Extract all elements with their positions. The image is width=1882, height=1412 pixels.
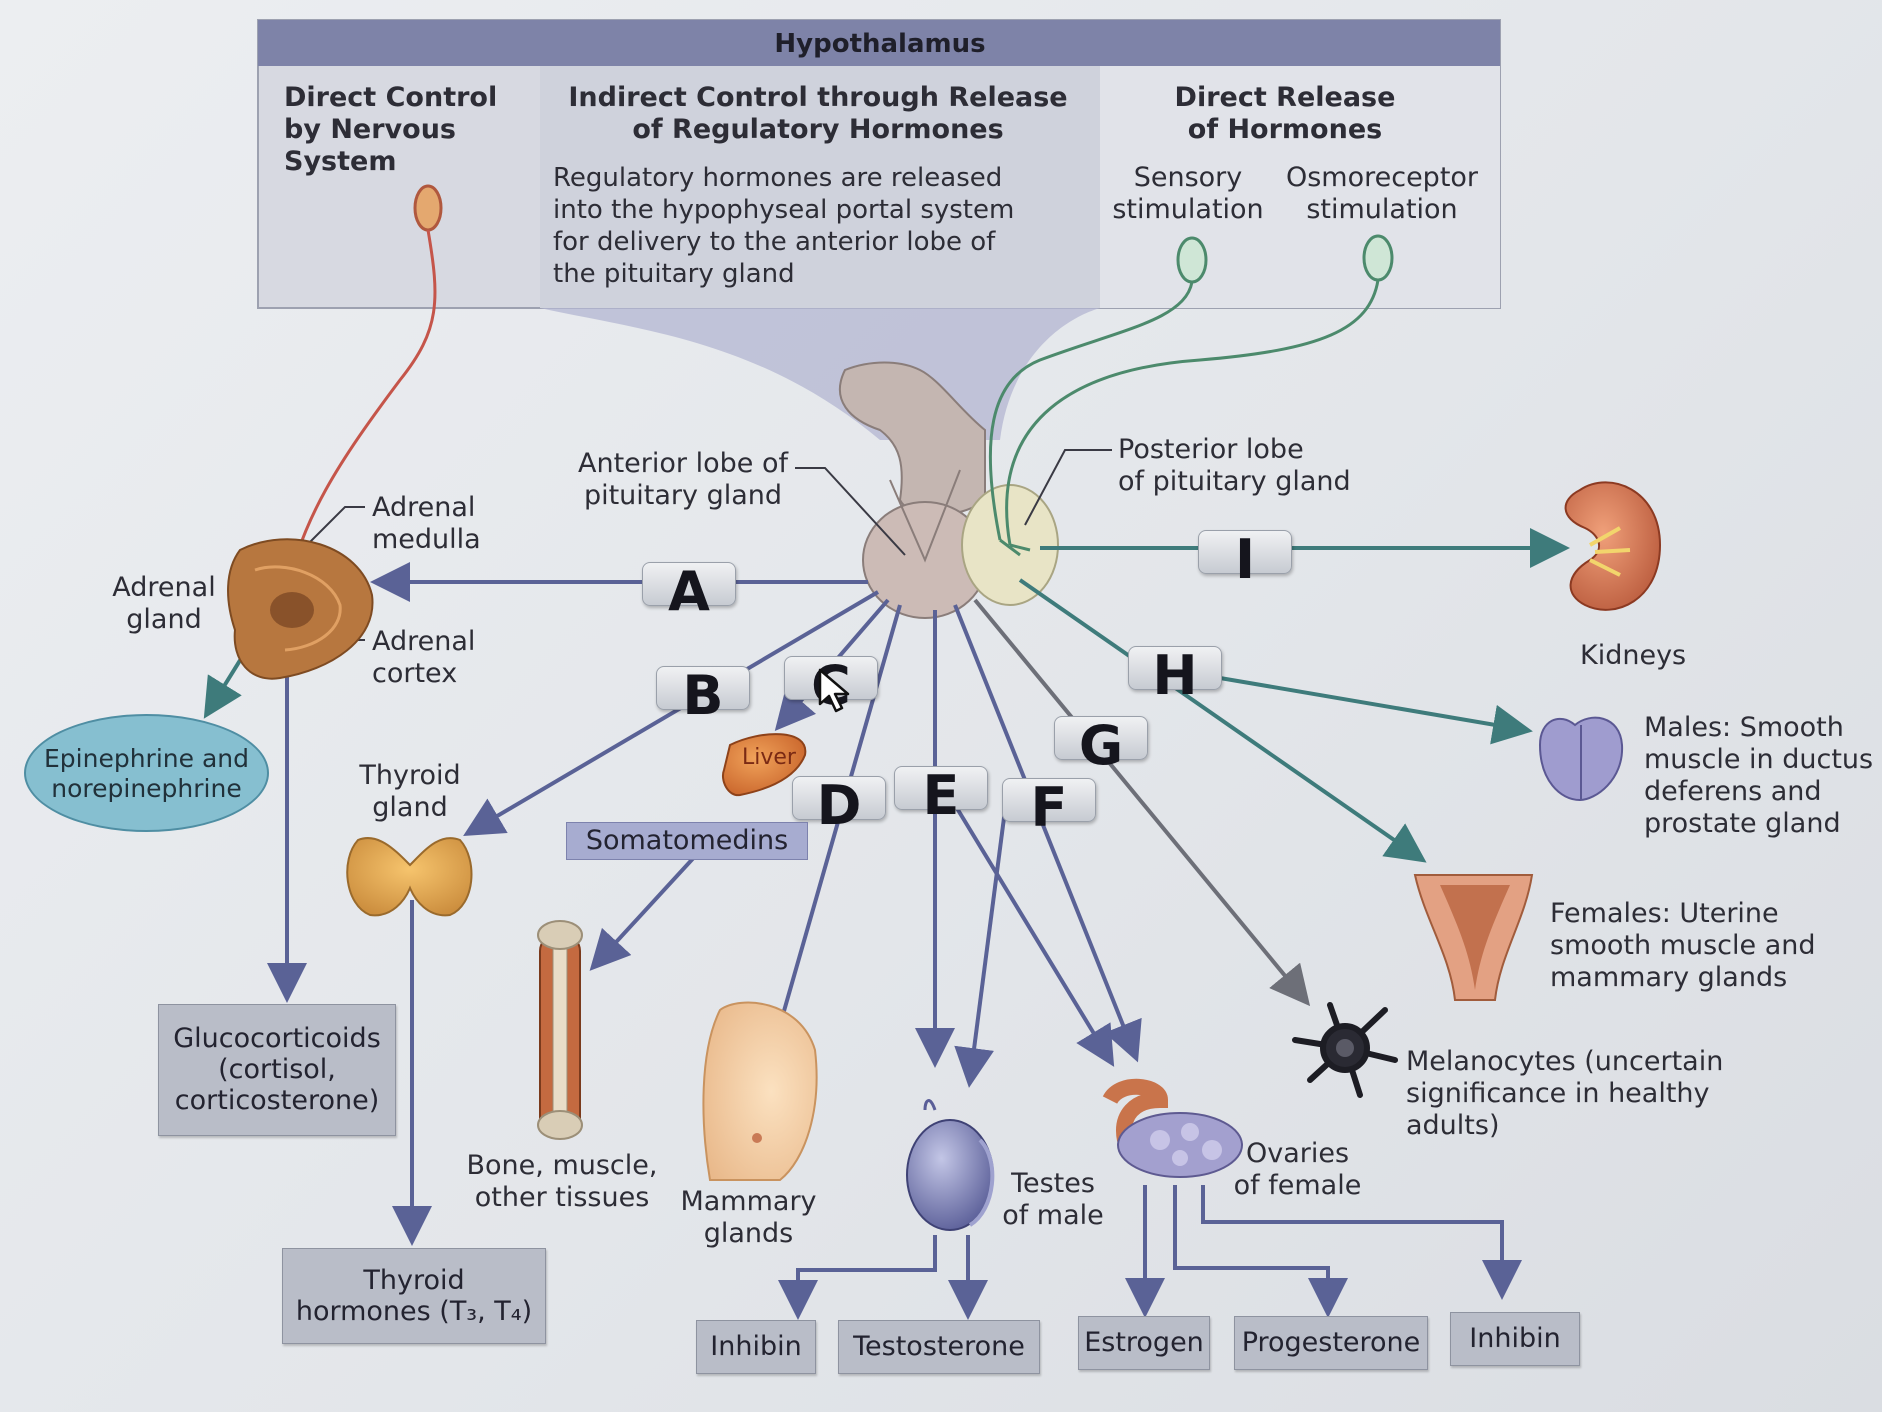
arrow-somatomedins [589, 838, 712, 971]
bone-muscle-label: Bone, muscle, other tissues [466, 1150, 658, 1213]
letter-tab-d: D [792, 776, 886, 833]
liver-illustration [722, 733, 807, 797]
posterior-lobe-label: Posterior lobe of pituitary gland [1118, 434, 1351, 497]
glucocorticoids-box: Glucocorticoids (cortisol, corticosteron… [158, 1004, 396, 1136]
testosterone-box: Testosterone [838, 1320, 1040, 1374]
neurons-green [988, 234, 1394, 557]
arrow-inhibin-male [778, 1235, 937, 1320]
osmoreceptor-label: Osmoreceptor stimulation [1285, 162, 1479, 225]
letter-tab-i: I [1198, 530, 1292, 587]
mouse-cursor-icon [818, 668, 850, 713]
uterus-illustration [1413, 874, 1534, 1001]
hypothalamus-panel [257, 19, 1501, 309]
males-target-label: Males: Smooth muscle in ductus deferens … [1644, 712, 1874, 839]
letter-tab-g: G [1054, 716, 1148, 773]
liver-label: Liver [742, 745, 796, 770]
pituitary-gland [839, 361, 1059, 619]
melanocytes-label: Melanocytes (uncertain significance in h… [1406, 1046, 1724, 1141]
anterior-lobe-label: Anterior lobe of pituitary gland [578, 448, 788, 511]
thyroid-hormones-box: Thyroid hormones (T₃, T₄) [282, 1248, 546, 1344]
nerve-red [283, 184, 443, 601]
arrow-progesterone [1173, 1185, 1348, 1318]
adrenal-cortex-label: Adrenal cortex [372, 626, 476, 689]
direct-control-title: Direct Control by Nervous System [284, 82, 498, 177]
testes-illustration [906, 1099, 995, 1231]
letter-tab-a: A [642, 562, 736, 619]
testes-label: Testes of male [1002, 1168, 1104, 1231]
arrow-inhibin-female [1201, 1185, 1522, 1300]
arrow-f [953, 604, 1142, 1063]
letter-tab-b: B [656, 666, 750, 723]
letter-tab-f: F [1002, 778, 1096, 835]
inhibin-male-box: Inhibin [696, 1320, 816, 1374]
arrow-h [1018, 578, 1427, 863]
ovaries-illustration [1102, 1078, 1243, 1178]
arrow-h-males [1219, 676, 1533, 745]
mammary-label: Mammary glands [680, 1186, 817, 1249]
bone-muscle-illustration [537, 920, 583, 1140]
mammary-illustration [702, 1001, 818, 1181]
arrow-b [463, 590, 880, 837]
letter-tab-h: H [1128, 646, 1222, 703]
somatomedins-box: Somatomedins [566, 822, 808, 860]
arrow-e-ovaries [953, 803, 1115, 1067]
estrogen-box: Estrogen [1078, 1316, 1210, 1370]
adrenal-medulla-label: Adrenal medulla [372, 492, 481, 555]
arrow-g [973, 598, 1311, 1007]
kidneys-label: Kidneys [1580, 640, 1687, 671]
hypothalamus-title: Hypothalamus [774, 29, 986, 59]
indirect-control-title: Indirect Control through Release of Regu… [568, 82, 1068, 145]
adrenal-gland-label: Adrenal gland [112, 572, 216, 635]
arrow-f-testes [954, 809, 1007, 1088]
adrenal-gland-illustration [227, 538, 374, 680]
progesterone-box: Progesterone [1234, 1316, 1428, 1370]
ovaries-label: Ovaries of female [1233, 1138, 1362, 1201]
sensory-label: Sensory stimulation [1112, 162, 1264, 225]
indirect-control-text: Regulatory hormones are released into th… [553, 163, 1015, 289]
thyroid-illustration [346, 837, 473, 917]
thyroid-gland-label: Thyroid gland [359, 760, 461, 823]
inhibin-female-box: Inhibin [1450, 1312, 1580, 1366]
females-target-label: Females: Uterine smooth muscle and mamma… [1550, 898, 1816, 993]
prostate-illustration [1538, 716, 1624, 802]
kidney-illustration [1564, 481, 1662, 611]
letter-tab-e: E [894, 766, 988, 823]
direct-release-title: Direct Release of Hormones [1174, 82, 1396, 145]
melanocyte-illustration [1292, 1002, 1398, 1098]
epinephrine-ellipse: Epinephrine and norepinephrine [24, 714, 269, 832]
